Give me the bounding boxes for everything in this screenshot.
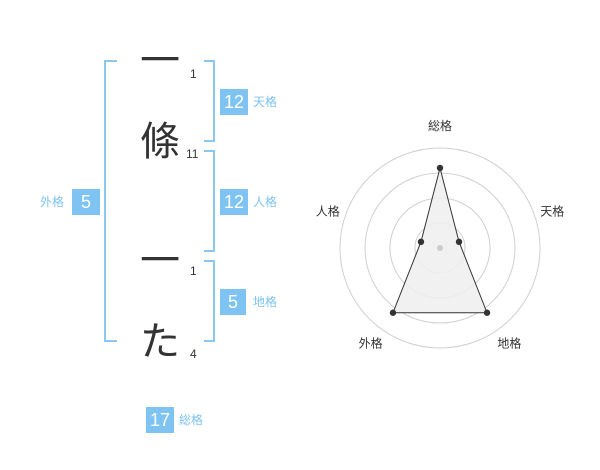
radar-axis-label: 天格 bbox=[540, 204, 564, 219]
name-character-4: た bbox=[140, 319, 180, 365]
radar-point bbox=[455, 238, 463, 246]
name-character-3: 一 bbox=[140, 238, 180, 284]
radar-axis-label: 外格 bbox=[359, 335, 383, 350]
radar-point bbox=[436, 164, 444, 172]
stroke-count-1: 1 bbox=[190, 67, 197, 81]
stroke-count-4: 4 bbox=[190, 347, 197, 361]
radar-point bbox=[389, 309, 397, 316]
radar-axis-label: 人格 bbox=[316, 204, 340, 219]
chikaku-label: 地格 bbox=[253, 295, 278, 309]
radar-point bbox=[417, 238, 425, 246]
chikaku-value: 5 bbox=[220, 289, 246, 315]
radar-ring bbox=[339, 147, 541, 349]
name-character-1: 一 bbox=[140, 38, 180, 84]
tenkaku-value: 12 bbox=[220, 89, 248, 115]
tenkaku-label: 天格 bbox=[253, 95, 278, 109]
jinkaku-label: 人格 bbox=[253, 195, 278, 209]
gaikaku-bracket bbox=[104, 60, 117, 342]
chikaku-bracket bbox=[204, 260, 215, 342]
soukaku-label: 総格 bbox=[179, 413, 204, 427]
jinkaku-bracket bbox=[204, 150, 215, 252]
gaikaku-label: 外格 bbox=[40, 195, 65, 209]
radar-point bbox=[483, 309, 491, 316]
tenkaku-bracket bbox=[204, 60, 215, 142]
jinkaku-value: 12 bbox=[220, 189, 248, 215]
stroke-count-3: 1 bbox=[190, 264, 197, 278]
stroke-count-2: 11 bbox=[186, 147, 199, 161]
radar-polygon bbox=[392, 167, 488, 314]
gaikaku-value: 5 bbox=[72, 189, 100, 215]
name-character-2: 條 bbox=[140, 119, 180, 165]
radar-center-dot bbox=[437, 245, 443, 251]
soukaku-value: 17 bbox=[146, 407, 174, 433]
radar-axis-label: 総格 bbox=[428, 118, 452, 133]
radar-axis-label: 地格 bbox=[497, 335, 521, 350]
